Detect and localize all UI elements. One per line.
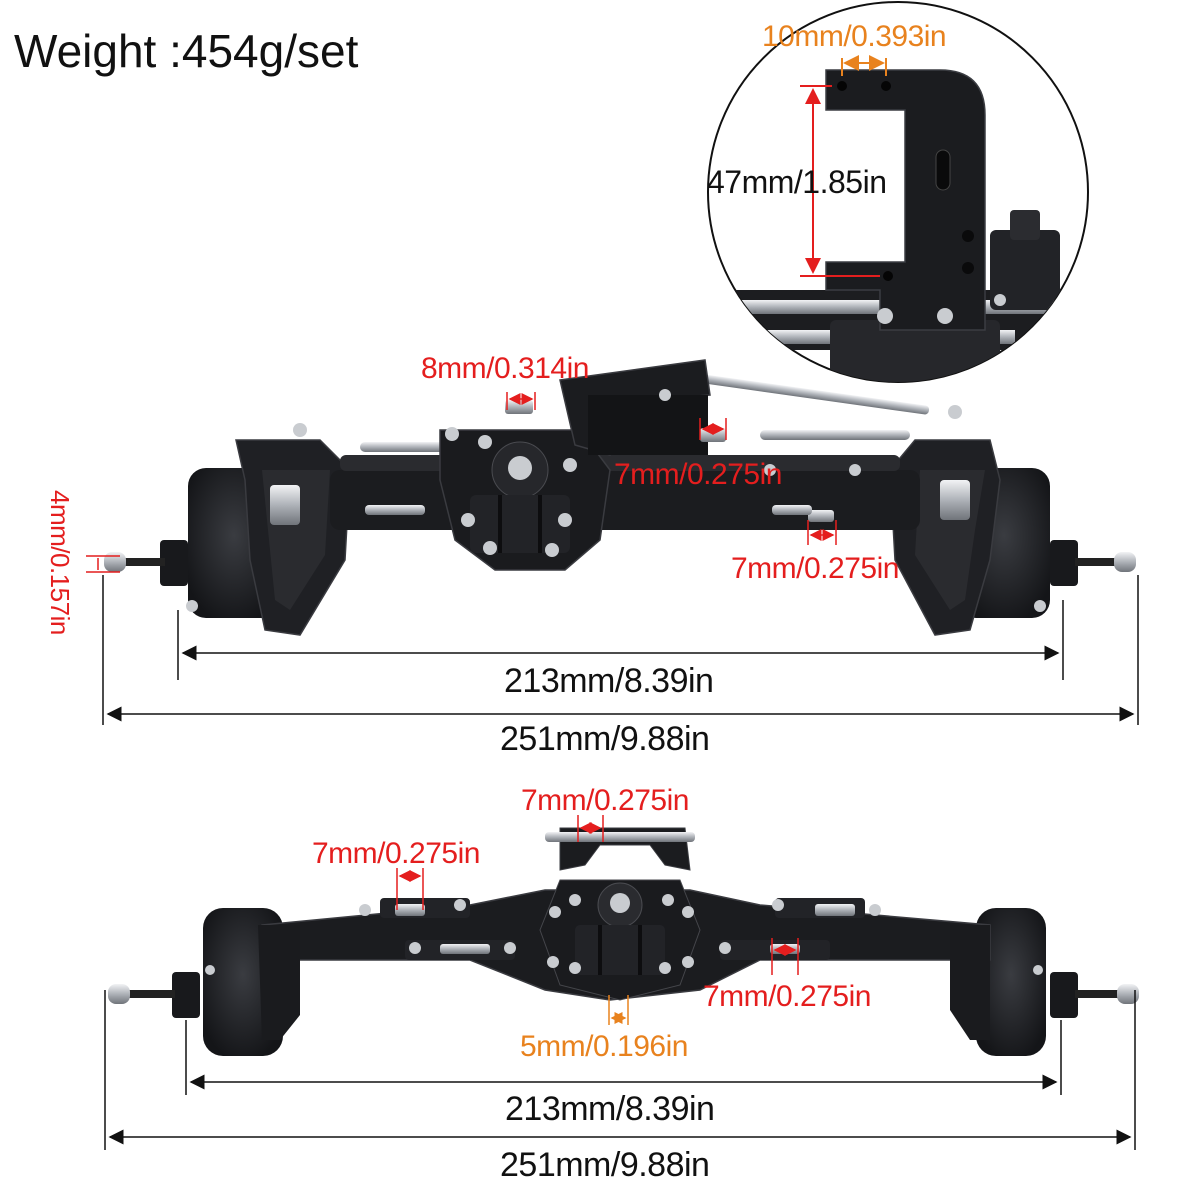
- pinion-offset-label: 5mm/0.196in: [520, 1030, 688, 1063]
- rear-axle: [108, 815, 1139, 1056]
- front-total-width-label: 251mm/9.88in: [500, 720, 710, 758]
- front-hub-width-label: 213mm/8.39in: [504, 662, 714, 700]
- front-axle: [86, 359, 1136, 636]
- rear-left-mount-label: 7mm/0.275in: [312, 837, 480, 870]
- detail-inset: [707, 1, 1089, 383]
- front-link-mount-label: 8mm/0.314in: [421, 352, 589, 385]
- rear-hub-width-label: 213mm/8.39in: [505, 1090, 715, 1128]
- rear-right-mount-label: 7mm/0.275in: [703, 980, 871, 1013]
- mount-height-label: 47mm/1.85in: [707, 164, 887, 200]
- front-link-mount-right-label: 7mm/0.275in: [614, 458, 782, 491]
- hex-thickness-label: 4mm/0.157in: [45, 490, 75, 635]
- rear-top-mount-label: 7mm/0.275in: [521, 784, 689, 817]
- rear-total-width-label: 251mm/9.88in: [500, 1146, 710, 1184]
- weight-label: Weight :454g/set: [14, 25, 359, 77]
- hole-spacing-label: 10mm/0.393in: [762, 20, 947, 53]
- front-lower-mount-label: 7mm/0.275in: [731, 552, 899, 585]
